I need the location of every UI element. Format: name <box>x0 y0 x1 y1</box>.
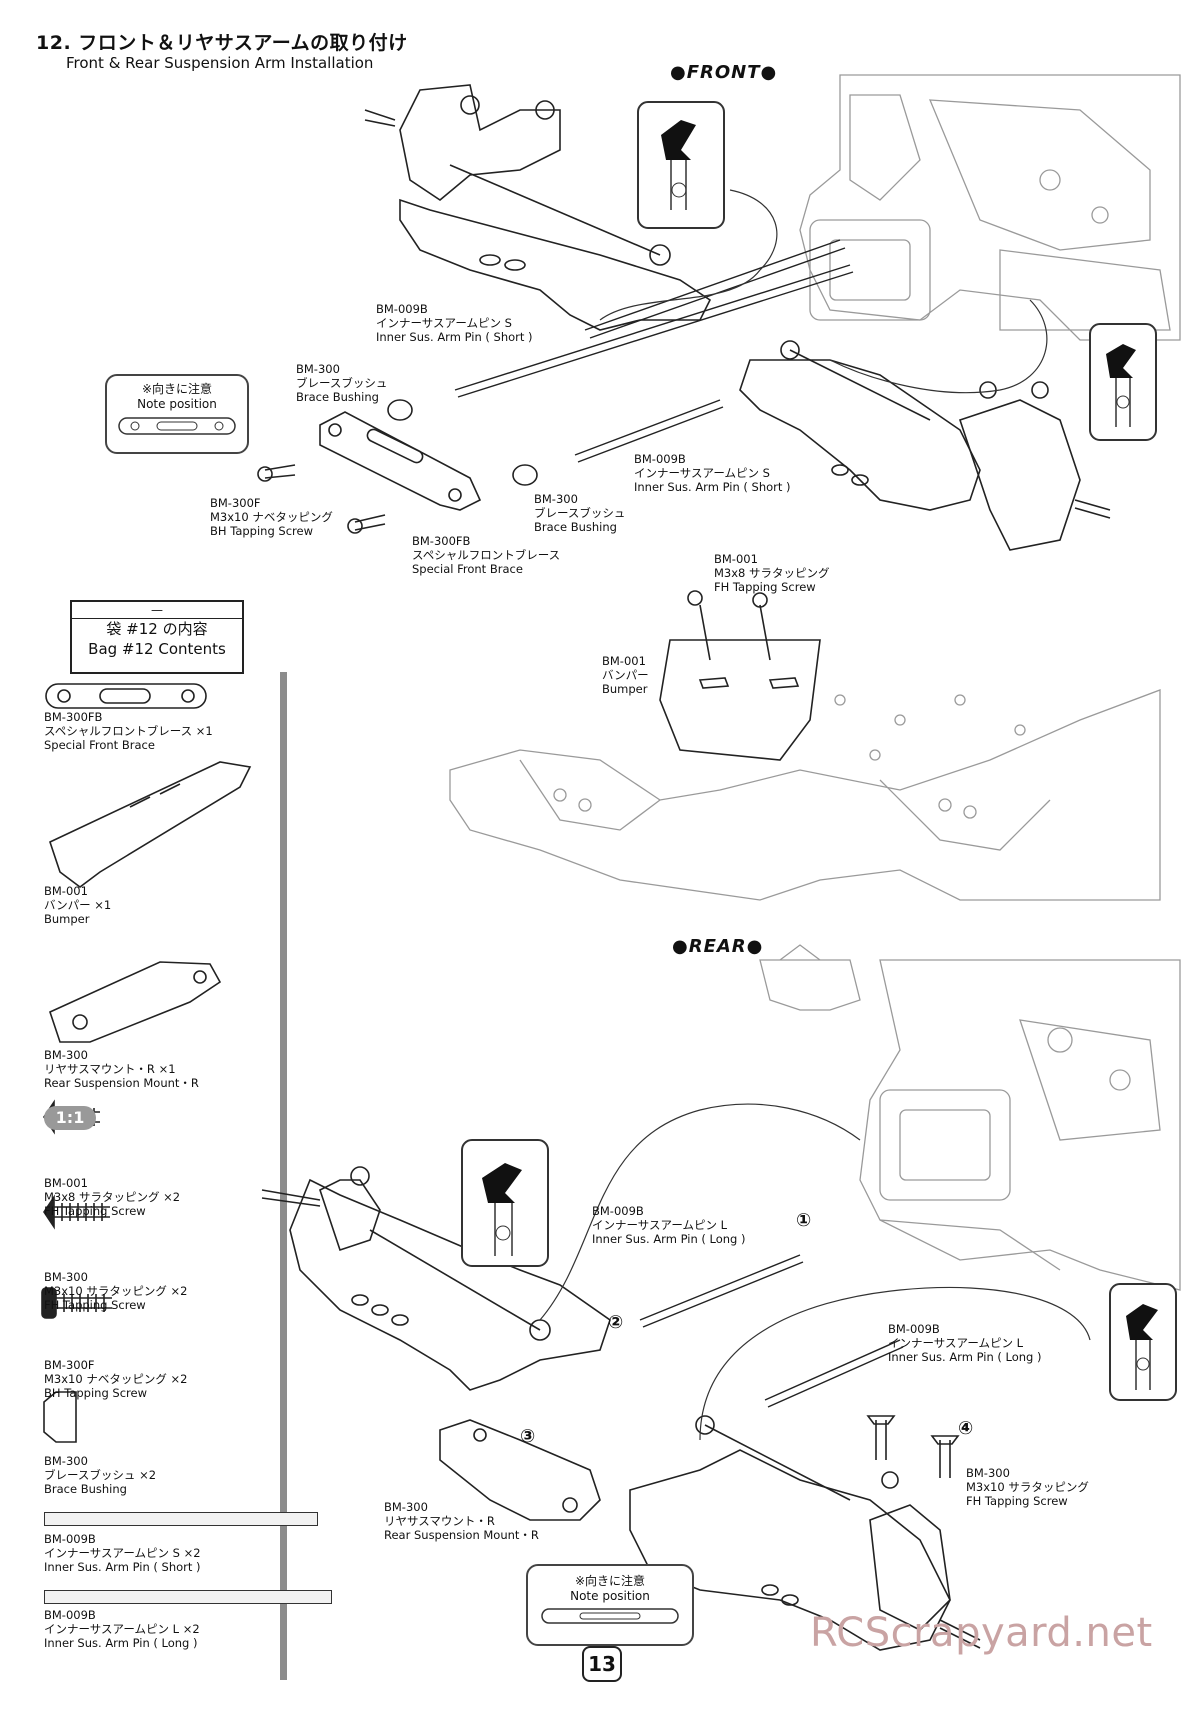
label-pin-short-right: BM-009B インナーサスアームピン S Inner Sus. Arm Pin… <box>634 452 791 494</box>
label-screw-fh-front: BM-001 M3x8 サラタッピング FH Tapping Screw <box>714 552 830 594</box>
page-title: 12. フロント＆リヤサスアームの取り付け <box>36 32 408 54</box>
step-marker-2: ② <box>608 1312 624 1333</box>
front-section-title: ●FRONT● <box>670 62 778 83</box>
bag-contents-header: — 袋 #12 の内容 Bag #12 Contents <box>70 600 244 674</box>
rear-detail-callout-right <box>1109 1283 1177 1401</box>
note-position-rear: ※向きに注意 Note position <box>526 1564 694 1646</box>
step-marker-1: ① <box>796 1210 812 1231</box>
front-assembly-diagram <box>257 74 1181 901</box>
pin-short-scale-image <box>44 1512 318 1526</box>
front-detail-callout-left <box>637 101 725 229</box>
label-brace-bushing-right: BM-300 ブレースブッシュ Brace Bushing <box>534 492 626 534</box>
label-screw-bh: BM-300F M3x10 ナベタッピング BH Tapping Screw <box>210 496 333 538</box>
label-front-brace: BM-300FB スペシャルフロントブレース Special Front Bra… <box>412 534 561 576</box>
step-marker-4: ④ <box>958 1418 974 1439</box>
label-rear-mount: BM-300 リヤサスマウント・R Rear Suspension Mount・… <box>384 1500 539 1542</box>
page-number: 13 <box>582 1646 622 1682</box>
front-detail-callout-right <box>1089 323 1157 441</box>
rear-section-title: ●REAR● <box>672 936 764 957</box>
label-screw-fh-rear: BM-300 M3x10 サラタッピング FH Tapping Screw <box>966 1466 1089 1508</box>
label-pin-long-top: BM-009B インナーサスアームピン L Inner Sus. Arm Pin… <box>592 1204 746 1246</box>
rear-assembly-diagram <box>261 944 1181 1651</box>
label-brace-bushing-left: BM-300 ブレースブッシュ Brace Bushing <box>296 362 388 404</box>
label-pin-short-top: BM-009B インナーサスアームピン S Inner Sus. Arm Pin… <box>376 302 533 344</box>
step-marker-3: ③ <box>520 1426 536 1447</box>
watermark: RCScrapyard.net <box>810 1610 1153 1656</box>
bag-divider-bar <box>280 672 287 1680</box>
scale-badge: 1:1 <box>44 1106 96 1130</box>
rear-detail-callout-left <box>461 1139 549 1267</box>
pin-long-scale-image <box>44 1590 332 1604</box>
label-bumper: BM-001 バンパー Bumper <box>602 654 649 696</box>
note-position-front: ※向きに注意 Note position <box>105 374 249 454</box>
label-pin-long-right: BM-009B インナーサスアームピン L Inner Sus. Arm Pin… <box>888 1322 1042 1364</box>
page-subtitle: Front & Rear Suspension Arm Installation <box>66 54 374 72</box>
